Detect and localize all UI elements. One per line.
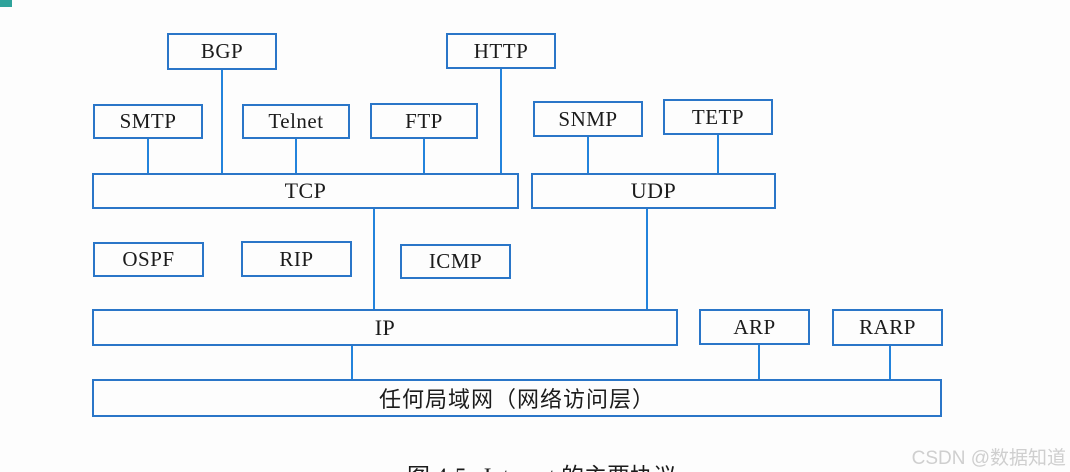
node-tcp: TCP xyxy=(92,173,519,209)
connector-smtp-tcp xyxy=(147,139,149,173)
connector-ip-lan xyxy=(351,345,353,379)
node-ospf: OSPF xyxy=(93,242,204,277)
connector-bgp-tcp xyxy=(221,70,223,173)
node-http: HTTP xyxy=(446,33,556,69)
node-ip: IP xyxy=(92,309,678,346)
connector-udp-ip xyxy=(646,208,648,309)
node-snmp: SNMP xyxy=(533,101,643,137)
figure-caption-text: 图 4-5 Internet 的主要协议 xyxy=(407,457,676,472)
connector-arp-lan xyxy=(758,344,760,379)
node-rip: RIP xyxy=(241,241,352,277)
node-tetp: TETP xyxy=(663,99,773,135)
connector-ftp-tcp xyxy=(423,139,425,173)
node-lan: 任何局域网（网络访问层） xyxy=(92,379,942,417)
node-rarp: RARP xyxy=(832,309,943,346)
connector-telnet-tcp xyxy=(295,139,297,173)
connector-tetp-udp xyxy=(717,135,719,173)
figure-caption: 图 4-5 Internet 的主要协议 xyxy=(0,431,1070,472)
node-smtp: SMTP xyxy=(93,104,203,139)
node-arp: ARP xyxy=(699,309,810,345)
connector-http-tcp xyxy=(500,69,502,173)
csdn-watermark: CSDN @数据知道 xyxy=(911,448,1066,469)
node-udp: UDP xyxy=(531,173,776,209)
node-telnet: Telnet xyxy=(242,104,350,139)
node-icmp: ICMP xyxy=(400,244,511,279)
connector-rarp-lan xyxy=(889,345,891,379)
node-bgp: BGP xyxy=(167,33,277,70)
connector-snmp-udp xyxy=(587,137,589,173)
connector-tcp-ip xyxy=(373,208,375,309)
node-ftp: FTP xyxy=(370,103,478,139)
scan-artifact-mark xyxy=(0,0,12,7)
